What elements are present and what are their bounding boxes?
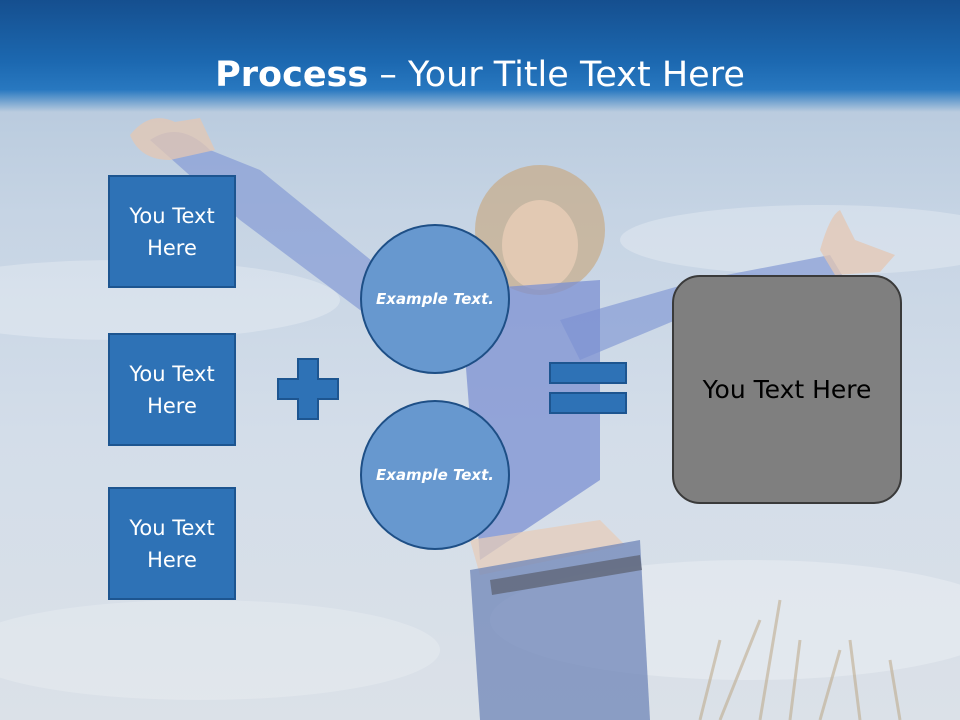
example-circle-2: Example Text. (360, 400, 510, 550)
plus-icon (277, 358, 339, 420)
title-rest: – Your Title Text Here (368, 55, 745, 95)
equals-icon (549, 362, 627, 414)
title-bar (0, 0, 960, 112)
result-box: You Text Here (672, 275, 902, 504)
input-box-1: You Text Here (108, 175, 236, 288)
title-bold: Process (215, 55, 369, 95)
input-box-3: You Text Here (108, 487, 236, 600)
example-circle-1: Example Text. (360, 224, 510, 374)
input-box-2: You Text Here (108, 333, 236, 446)
slide-title: Process – Your Title Text Here (0, 52, 960, 98)
